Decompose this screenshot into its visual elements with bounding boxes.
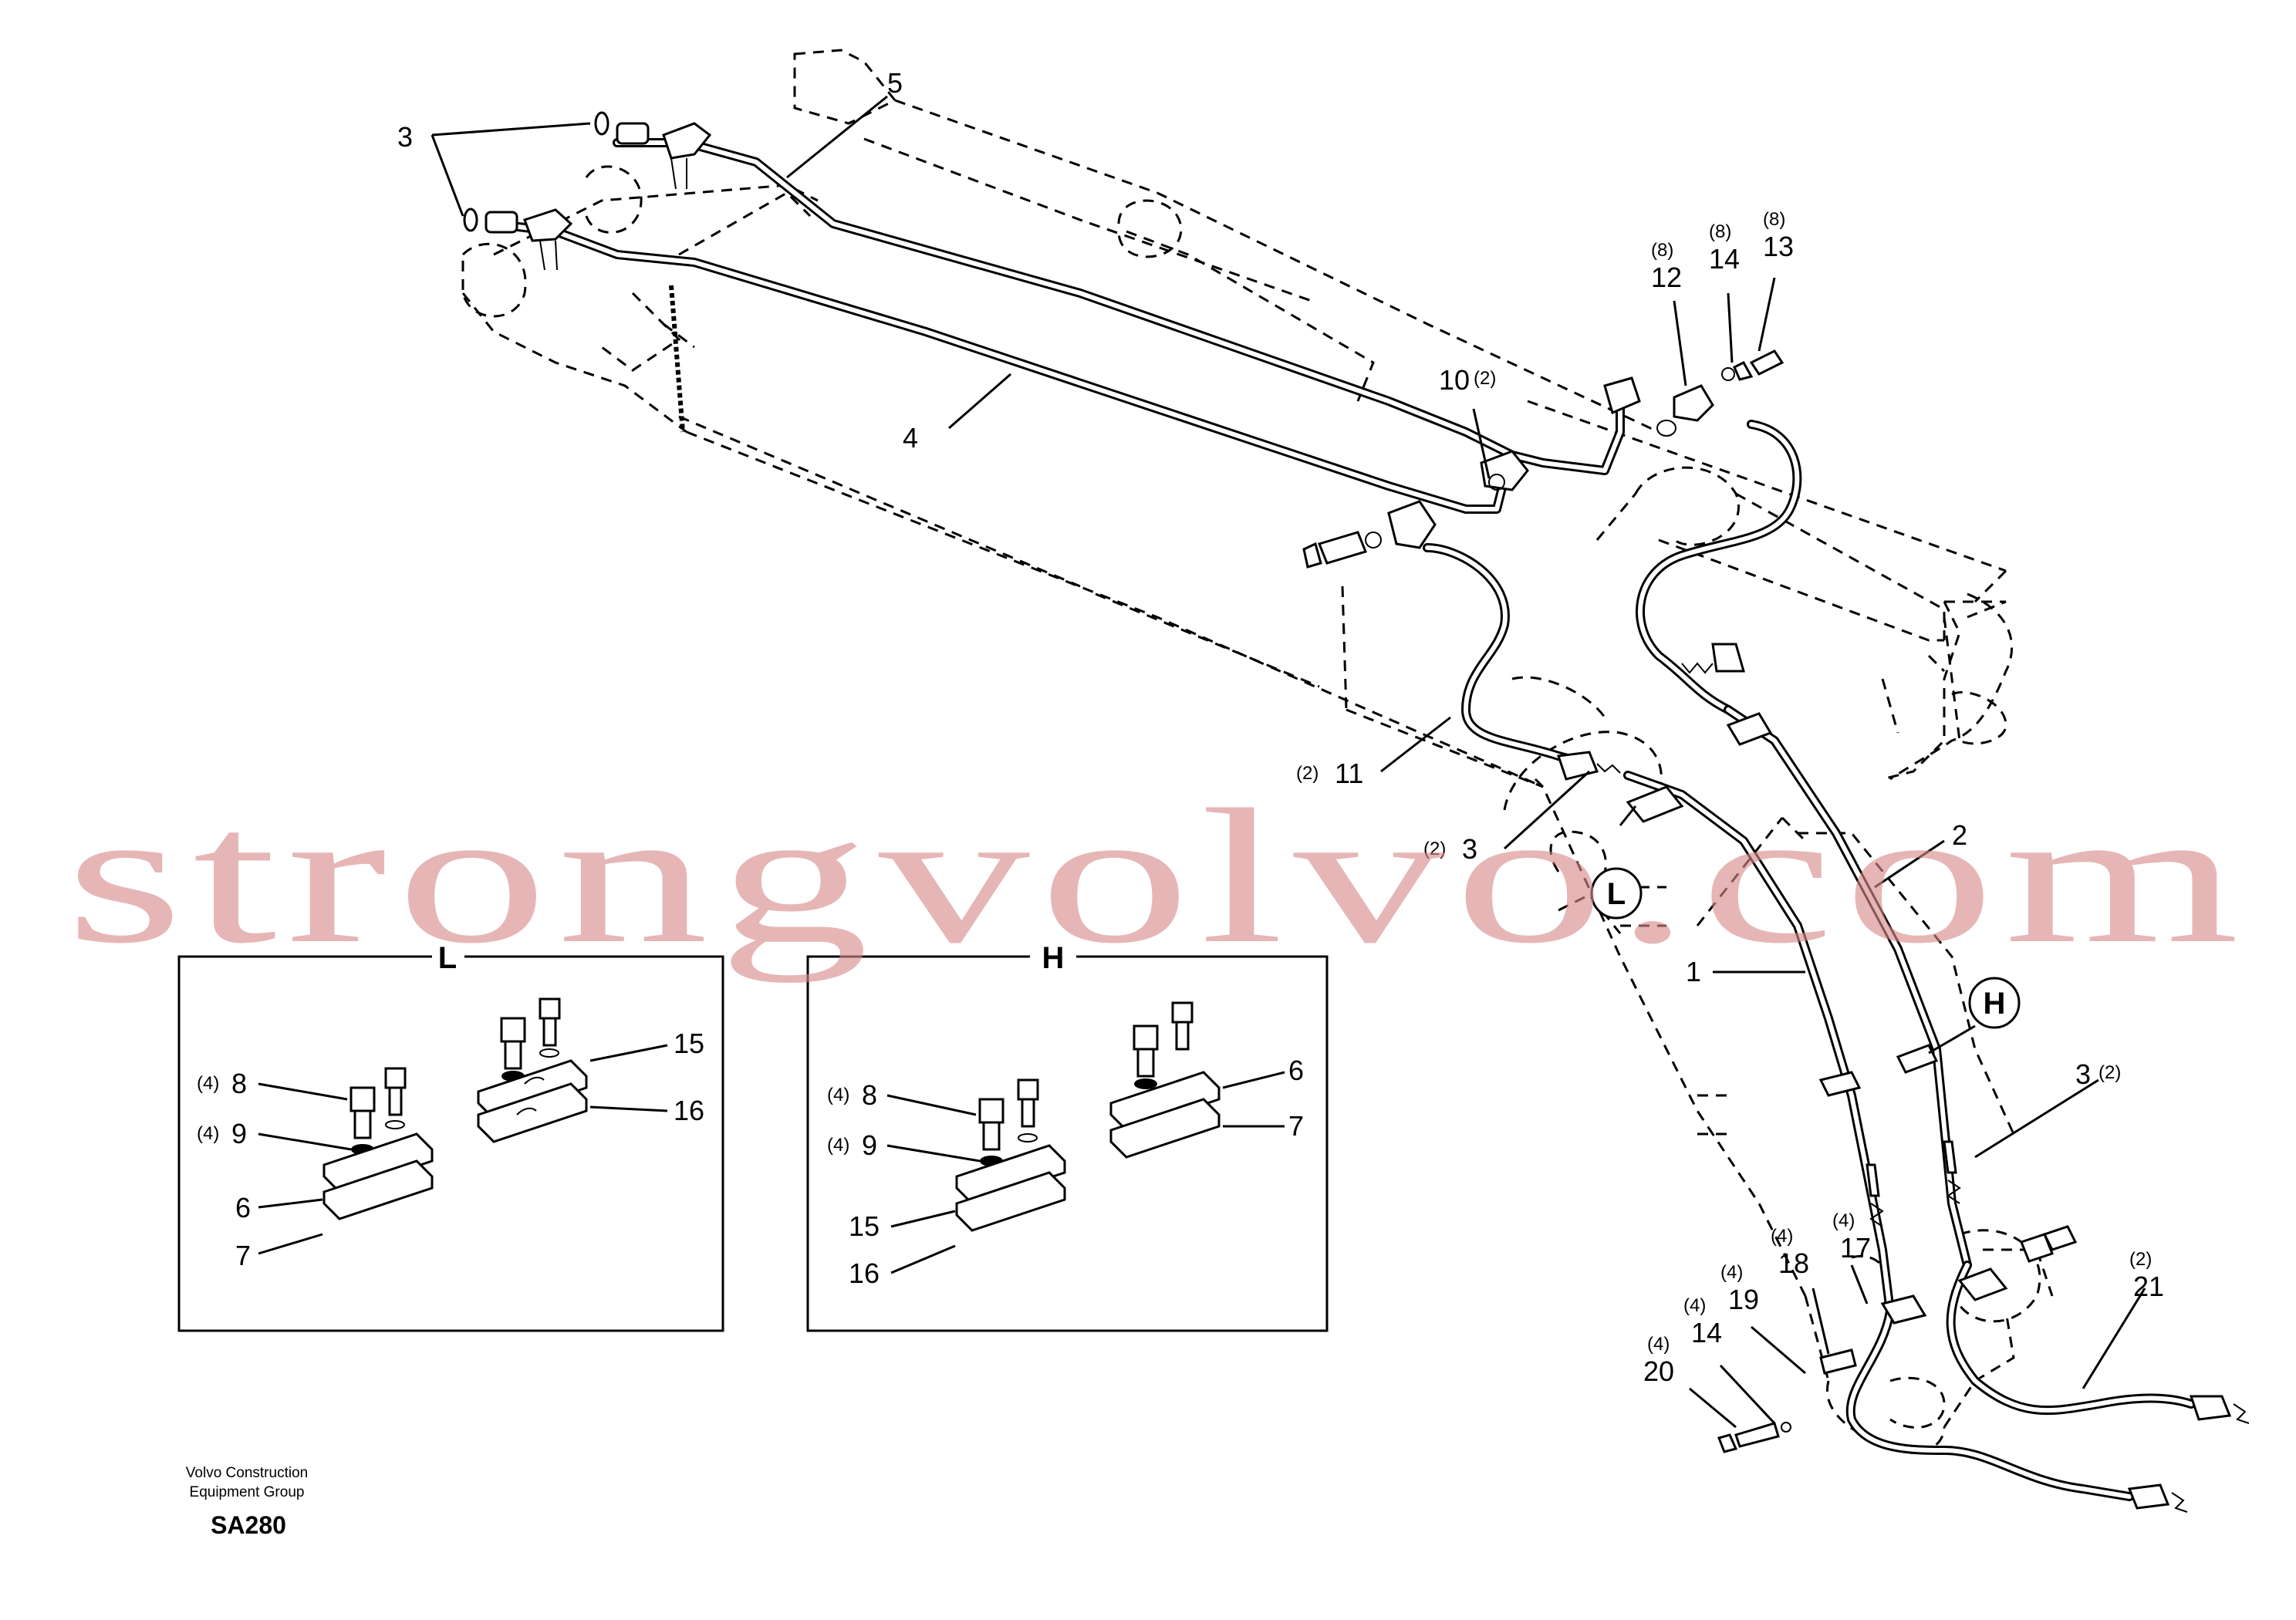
svg-text:(4): (4) [827, 1135, 849, 1156]
svg-text:16: 16 [849, 1257, 880, 1289]
svg-text:(4): (4) [1771, 1226, 1793, 1247]
clamp-upper-l [477, 997, 588, 1143]
clamp-lower-h [955, 1078, 1066, 1232]
svg-text:(4): (4) [1683, 1295, 1706, 1316]
svg-text:(4): (4) [197, 1073, 219, 1094]
boom-outline [461, 49, 2054, 1454]
svg-text:4: 4 [903, 422, 918, 454]
svg-text:14: 14 [1691, 1317, 1722, 1348]
svg-text:H: H [1042, 941, 1065, 975]
svg-text:strongvolvo.com: strongvolvo.com [66, 770, 2249, 984]
marker-h: H [1968, 977, 2021, 1029]
svg-text:2: 2 [1952, 819, 1967, 851]
svg-text:9: 9 [862, 1129, 877, 1161]
svg-text:(2): (2) [1423, 839, 1446, 859]
svg-text:L: L [1607, 877, 1626, 911]
svg-text:(4): (4) [1647, 1334, 1670, 1355]
svg-text:7: 7 [235, 1240, 251, 1271]
svg-text:21: 21 [2133, 1271, 2164, 1302]
svg-text:3: 3 [2075, 1058, 2091, 1090]
svg-text:15: 15 [849, 1210, 880, 1242]
svg-text:12: 12 [1651, 262, 1682, 293]
svg-text:(4): (4) [197, 1123, 219, 1144]
callout-labels: 5 3 4 10 (2) (8) 12 (8) 14 (8) 13 (2) 11… [397, 67, 2164, 1387]
svg-text:(4): (4) [827, 1085, 849, 1105]
svg-text:1: 1 [1686, 956, 1701, 987]
svg-text:H: H [1984, 987, 2006, 1021]
hydraulic-lines [489, 138, 2196, 1501]
svg-text:(8): (8) [1709, 221, 1731, 242]
marker-l: L [1590, 867, 1643, 920]
detail-box-h: H 6 7 (4) 8 (4) [806, 941, 1329, 1332]
svg-text:(2): (2) [1474, 368, 1496, 389]
svg-text:(8): (8) [1651, 240, 1673, 261]
svg-text:19: 19 [1728, 1284, 1759, 1315]
svg-text:17: 17 [1840, 1232, 1871, 1264]
svg-text:(4): (4) [1832, 1210, 1855, 1231]
svg-text:5: 5 [887, 67, 903, 99]
svg-text:8: 8 [862, 1079, 877, 1111]
svg-text:16: 16 [674, 1095, 704, 1126]
svg-text:18: 18 [1778, 1247, 1809, 1279]
svg-text:9: 9 [231, 1118, 247, 1149]
svg-text:(2): (2) [1296, 763, 1319, 784]
svg-text:15: 15 [674, 1028, 704, 1059]
svg-text:13: 13 [1763, 231, 1794, 262]
svg-text:6: 6 [1288, 1055, 1304, 1086]
svg-text:Volvo Construction: Volvo Construction [186, 1465, 308, 1481]
svg-text:14: 14 [1709, 243, 1740, 275]
svg-text:SA280: SA280 [211, 1511, 286, 1539]
svg-text:3: 3 [397, 121, 413, 153]
svg-text:L: L [438, 941, 457, 975]
leader-lines [430, 95, 2146, 1429]
svg-text:6: 6 [235, 1192, 251, 1223]
svg-text:Equipment Group: Equipment Group [190, 1484, 305, 1500]
svg-text:(8): (8) [1763, 209, 1785, 230]
footer: Volvo Construction Equipment Group SA280 [186, 1465, 308, 1539]
watermark: strongvolvo.com [66, 770, 2249, 984]
fittings [463, 111, 2250, 1513]
svg-text:20: 20 [1643, 1355, 1674, 1387]
svg-text:7: 7 [1288, 1110, 1304, 1142]
svg-text:(4): (4) [1720, 1262, 1743, 1283]
svg-text:8: 8 [231, 1068, 247, 1099]
svg-text:(2): (2) [2098, 1062, 2121, 1083]
detail-box-l: L 15 [177, 941, 724, 1332]
svg-text:10: 10 [1439, 364, 1470, 396]
svg-text:3: 3 [1462, 833, 1477, 865]
svg-text:(2): (2) [2129, 1249, 2152, 1270]
clamp-upper-h [1109, 1001, 1221, 1159]
svg-text:11: 11 [1335, 758, 1363, 789]
clamp-lower-l [322, 1067, 434, 1220]
boom-bracket-lines [669, 285, 1320, 688]
